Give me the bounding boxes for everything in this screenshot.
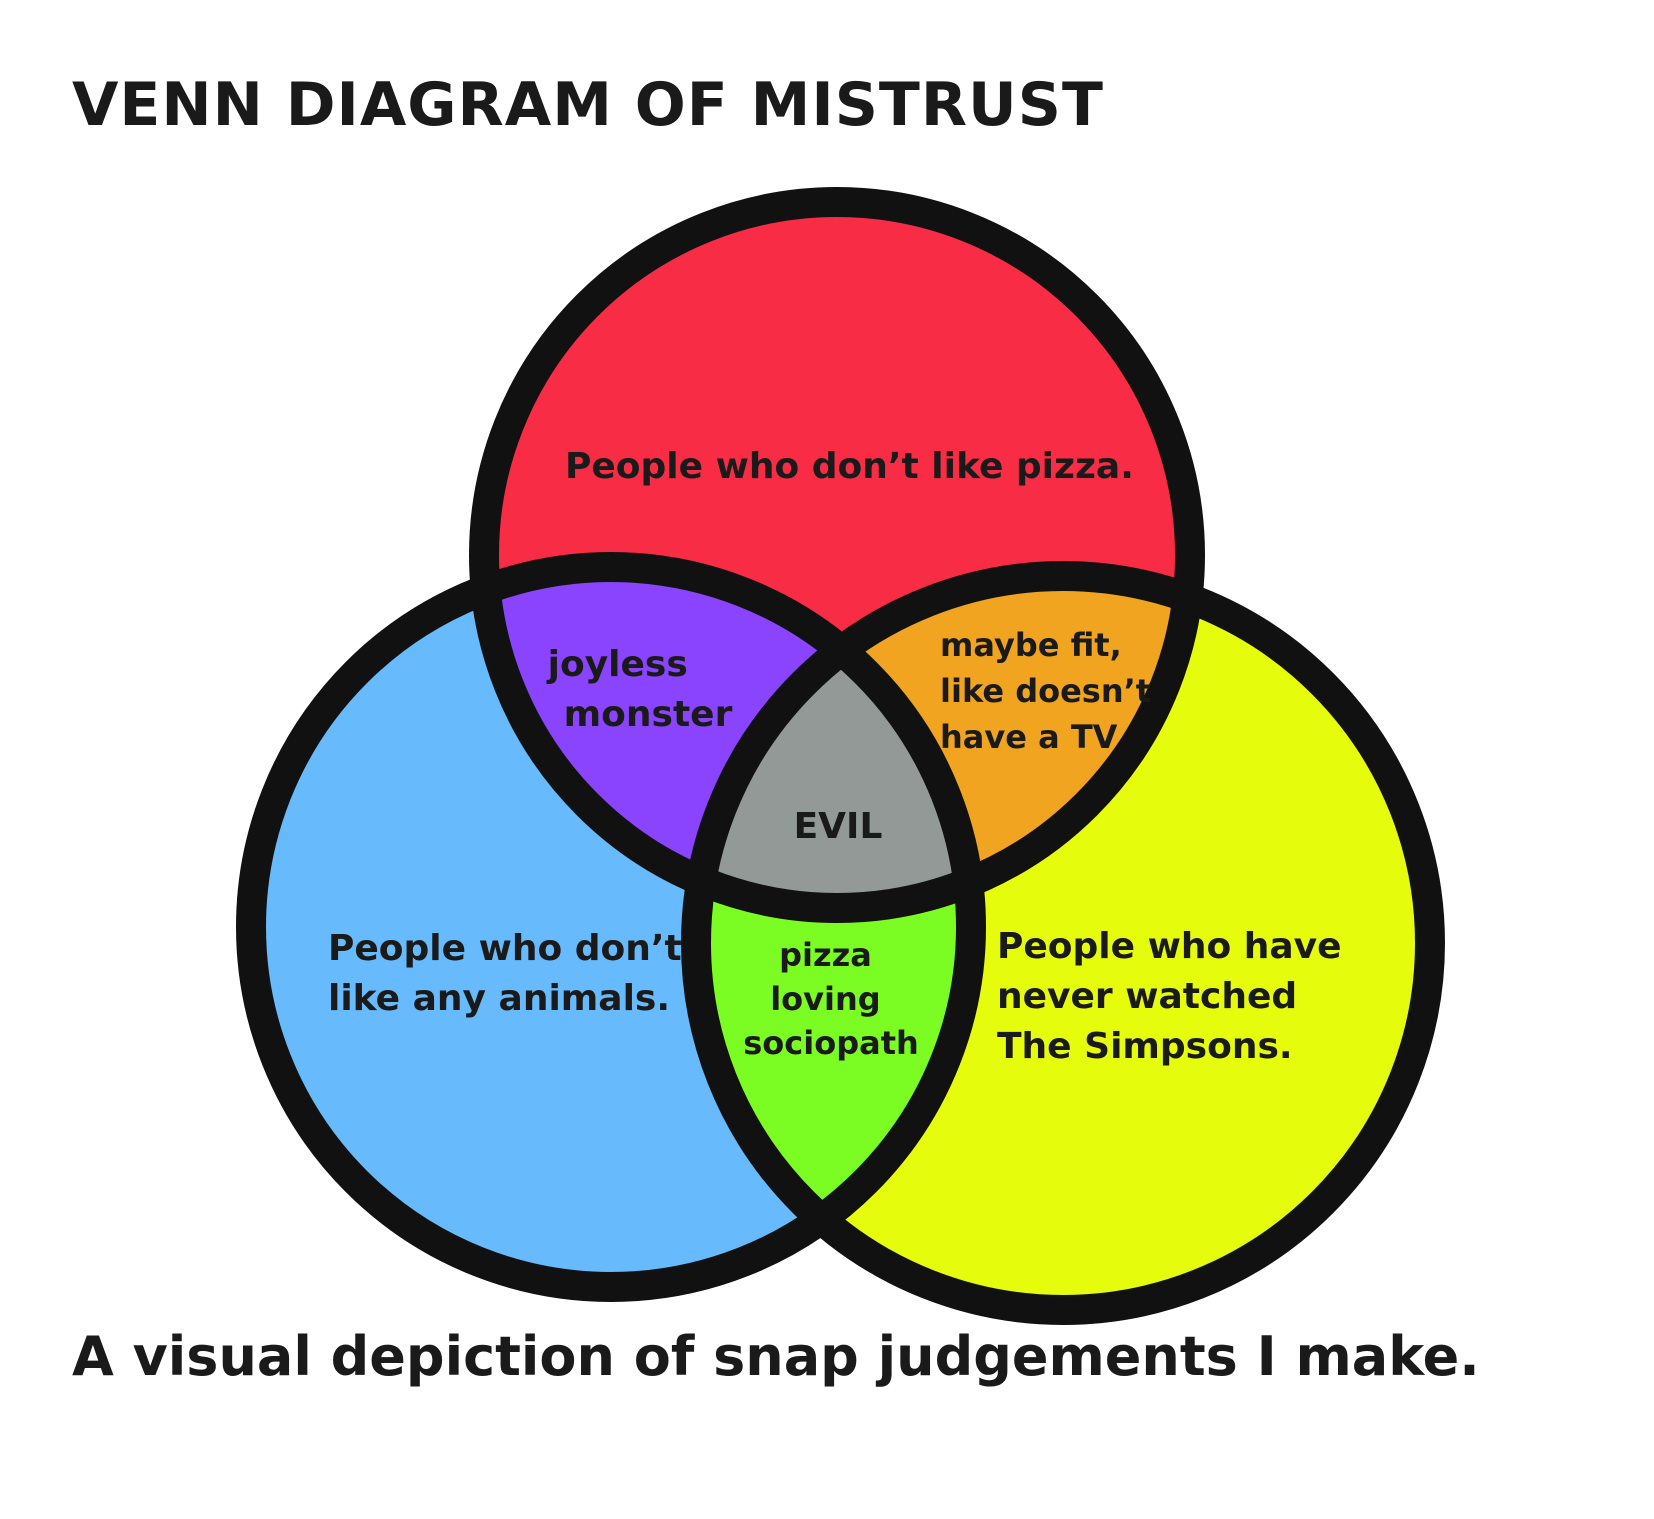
label-top-set: People who don’t like pizza.: [565, 446, 1134, 487]
label-top-left: joyless monster: [546, 644, 733, 735]
outline-top: [469, 187, 1205, 923]
label-center: EVIL: [794, 806, 883, 847]
outline-right: [681, 561, 1445, 1325]
label-left-right: pizza loving sociopath: [743, 936, 919, 1062]
label-top-right: maybe fit, like doesn’t have a TV: [940, 626, 1162, 756]
page-title: VENN DIAGRAM OF MISTRUST: [72, 70, 1104, 140]
region-center: [696, 576, 971, 908]
page-subtitle: A visual depiction of snap judgements I …: [72, 1325, 1480, 1388]
label-right-set: People who have never watched The Simpso…: [997, 926, 1354, 1067]
outline-left: [236, 552, 986, 1302]
label-left-set: People who don’t like any animals.: [328, 928, 694, 1019]
